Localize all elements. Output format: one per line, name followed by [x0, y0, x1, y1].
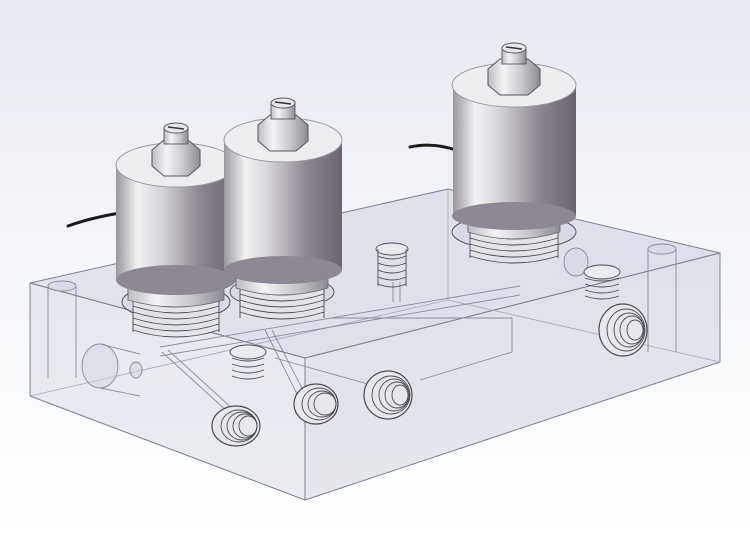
bore-left-front	[81, 343, 119, 389]
channel-main	[159, 285, 521, 348]
side-bores	[47, 243, 677, 397]
threaded-port-1	[211, 405, 261, 447]
bore-left-body	[47, 286, 77, 378]
internal-channels	[159, 282, 521, 413]
threaded-port-2	[293, 383, 339, 425]
bore-right-side	[563, 247, 589, 277]
coil-bottom-2	[224, 256, 342, 284]
channel-vertical	[392, 282, 401, 302]
hex-nut-1	[151, 139, 201, 177]
threaded-port-4	[598, 303, 648, 357]
solenoid-valve-1	[115, 122, 237, 338]
channel-diag-3	[264, 329, 301, 401]
screw-slot-1	[167, 126, 185, 130]
channel-diag-4	[271, 329, 308, 399]
hex-nut-2	[257, 114, 309, 152]
bore-left-inner	[129, 361, 143, 379]
bore-left-tube	[99, 343, 141, 397]
channel-diag-2	[167, 349, 235, 411]
channel-main-2	[159, 294, 521, 357]
block-pocket	[330, 317, 513, 381]
coil-bottom-3	[452, 202, 576, 230]
coil-bottom-1	[116, 265, 236, 295]
solenoid-valve-2	[223, 97, 343, 320]
cable-right	[408, 143, 458, 152]
threaded-port-3	[363, 370, 413, 420]
threaded-port-center-vertical	[229, 344, 267, 380]
bore-right-body	[647, 249, 677, 352]
threaded-port-right-vertical	[583, 264, 621, 300]
screw-slot-2	[274, 101, 292, 105]
cable-left	[66, 211, 122, 228]
threaded-port-top-vertical	[375, 242, 409, 288]
bore-left-top	[47, 280, 77, 292]
screw-slot-3	[505, 46, 523, 50]
channel-diag-5	[274, 357, 376, 387]
solenoid-valve-3	[451, 42, 577, 264]
channel-diag-1	[161, 351, 229, 413]
bore-right-top	[647, 243, 677, 255]
